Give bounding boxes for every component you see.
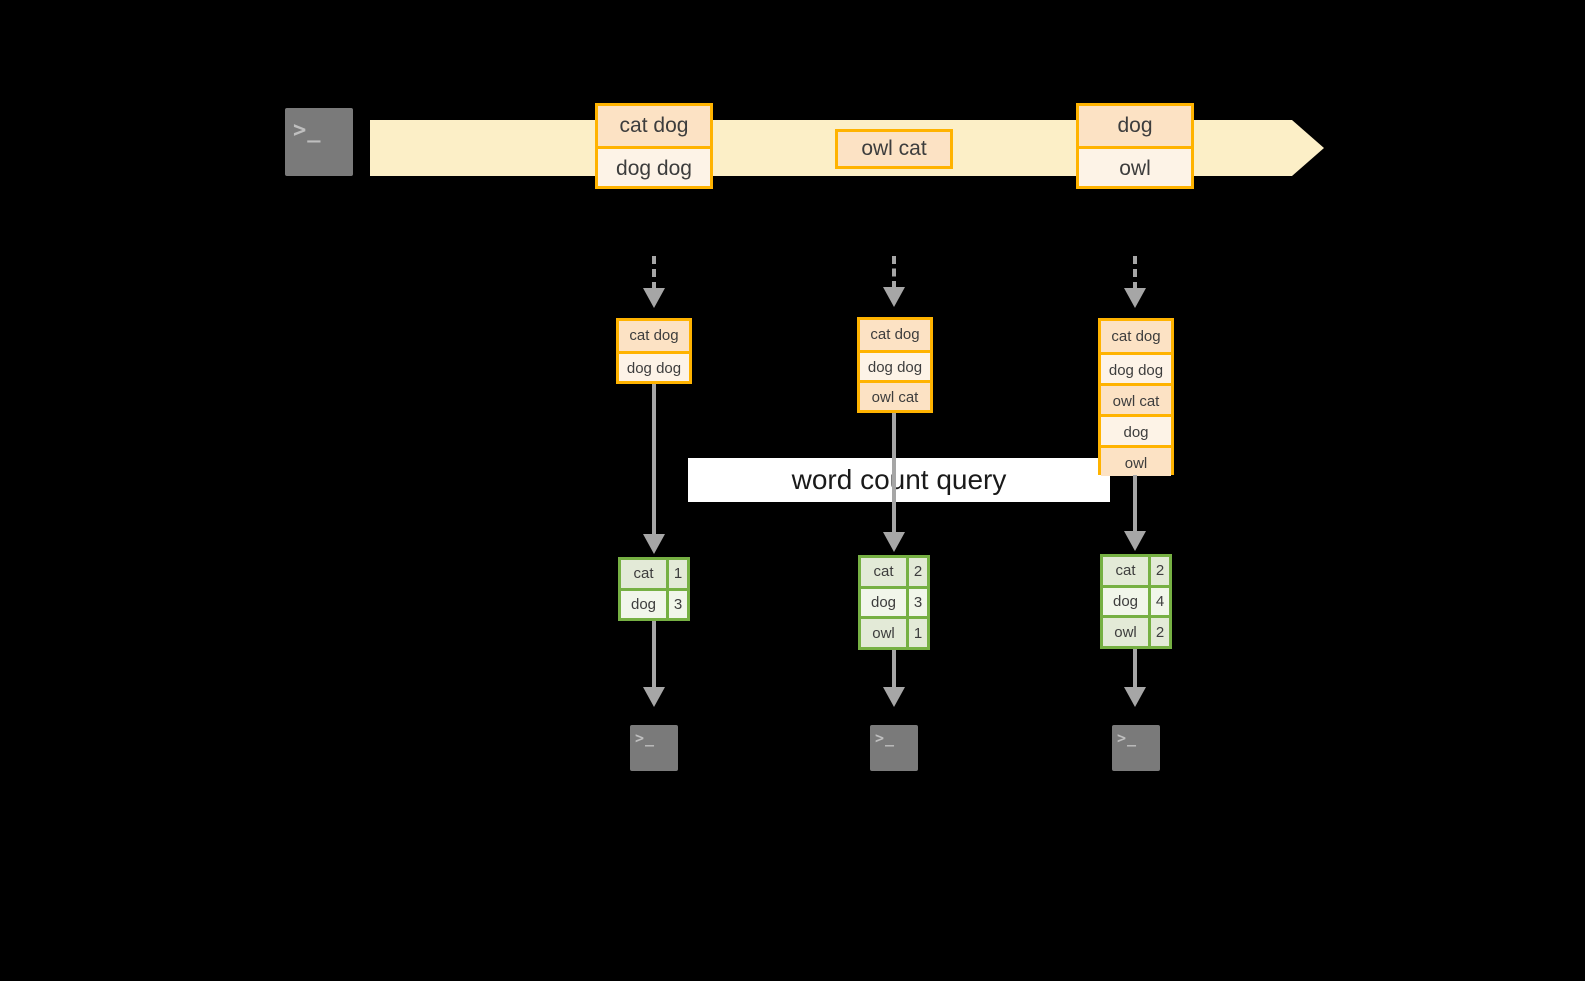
result-word: dog [621, 590, 666, 618]
result-word: owl [1103, 618, 1148, 647]
query-flow-line [1133, 475, 1137, 531]
query-flow-line [652, 384, 656, 534]
right-arrow-icon [1292, 120, 1324, 176]
result-count: 3 [906, 588, 927, 617]
snapshot-line: dog dog [619, 351, 689, 381]
arrowhead-icon [883, 687, 905, 707]
terminal-prompt-glyph: >_ [293, 118, 322, 143]
sink-flow-line [1133, 649, 1137, 687]
sink-terminal-icon[interactable]: >_ [1102, 715, 1170, 781]
stream-event-box[interactable]: cat dog dog dog [595, 103, 713, 189]
result-word: owl [861, 619, 906, 648]
table-row: cat 2 [861, 558, 927, 586]
result-table[interactable]: cat 1 dog 3 [618, 557, 690, 621]
stream-event-line: owl [1079, 146, 1191, 186]
snapshot-line: cat dog [1101, 321, 1171, 352]
result-table[interactable]: cat 2 dog 4 owl 2 [1100, 554, 1172, 649]
result-count: 2 [1148, 618, 1169, 647]
table-row: dog 3 [861, 585, 927, 617]
snapshot-tap-line [652, 256, 656, 290]
result-table[interactable]: cat 2 dog 3 owl 1 [858, 555, 930, 650]
arrowhead-icon [1124, 531, 1146, 551]
hatch-pattern [1102, 715, 1170, 781]
stream-event-line: dog dog [598, 146, 710, 186]
arrowhead-icon [643, 288, 665, 308]
arrowhead-icon [883, 287, 905, 307]
query-flow-line [892, 413, 896, 532]
arrowhead-icon [1124, 288, 1146, 308]
stream-event-box[interactable]: dog owl [1076, 103, 1194, 189]
result-count: 2 [1148, 557, 1169, 585]
sink-flow-line [652, 621, 656, 687]
snapshot-line: owl cat [860, 380, 930, 410]
snapshot-box[interactable]: cat dog dog dog [616, 318, 692, 384]
snapshot-tap-line [1133, 256, 1137, 290]
snapshot-line: dog dog [860, 350, 930, 380]
table-row: cat 1 [621, 560, 687, 588]
sink-flow-line [892, 650, 896, 687]
stream-event-box[interactable]: owl cat [835, 129, 953, 169]
snapshot-box[interactable]: cat dog dog dog owl cat [857, 317, 933, 413]
result-count: 1 [906, 619, 927, 648]
result-count: 1 [666, 560, 687, 588]
query-label-band: word count query [688, 458, 1110, 502]
snapshot-line: dog dog [1101, 352, 1171, 383]
result-count: 4 [1148, 587, 1169, 616]
table-row: owl 2 [1103, 615, 1169, 647]
arrowhead-icon [643, 534, 665, 554]
snapshot-line: dog [1101, 414, 1171, 445]
snapshot-line: owl [1101, 445, 1171, 476]
snapshot-tap-line [892, 256, 896, 289]
terminal-prompt-glyph: >_ [875, 729, 896, 747]
arrowhead-icon [643, 687, 665, 707]
snapshot-line: cat dog [619, 321, 689, 351]
snapshot-box[interactable]: cat dog dog dog owl cat dog owl [1098, 318, 1174, 476]
arrowhead-icon [1124, 687, 1146, 707]
snapshot-line: cat dog [860, 320, 930, 350]
result-word: cat [861, 558, 906, 586]
table-row: owl 1 [861, 616, 927, 648]
arrowhead-icon [883, 532, 905, 552]
sink-terminal-icon[interactable]: >_ [620, 715, 688, 781]
result-word: cat [621, 560, 666, 588]
sink-terminal-icon[interactable]: >_ [860, 715, 928, 781]
result-word: dog [1103, 587, 1148, 616]
result-count: 2 [906, 558, 927, 586]
hatch-pattern [620, 715, 688, 781]
terminal-prompt-glyph: >_ [635, 729, 656, 747]
terminal-prompt-glyph: >_ [1117, 729, 1138, 747]
result-word: dog [861, 588, 906, 617]
source-terminal-icon[interactable]: >_ [275, 98, 363, 186]
table-row: cat 2 [1103, 557, 1169, 585]
result-count: 3 [666, 590, 687, 618]
hatch-pattern [860, 715, 928, 781]
query-label-text: word count query [791, 464, 1007, 495]
snapshot-line: owl cat [1101, 383, 1171, 414]
result-word: cat [1103, 557, 1148, 585]
stream-event-line: owl cat [838, 132, 950, 166]
table-row: dog 4 [1103, 584, 1169, 616]
table-row: dog 3 [621, 587, 687, 618]
stream-event-line: dog [1079, 106, 1191, 146]
stream-event-line: cat dog [598, 106, 710, 146]
